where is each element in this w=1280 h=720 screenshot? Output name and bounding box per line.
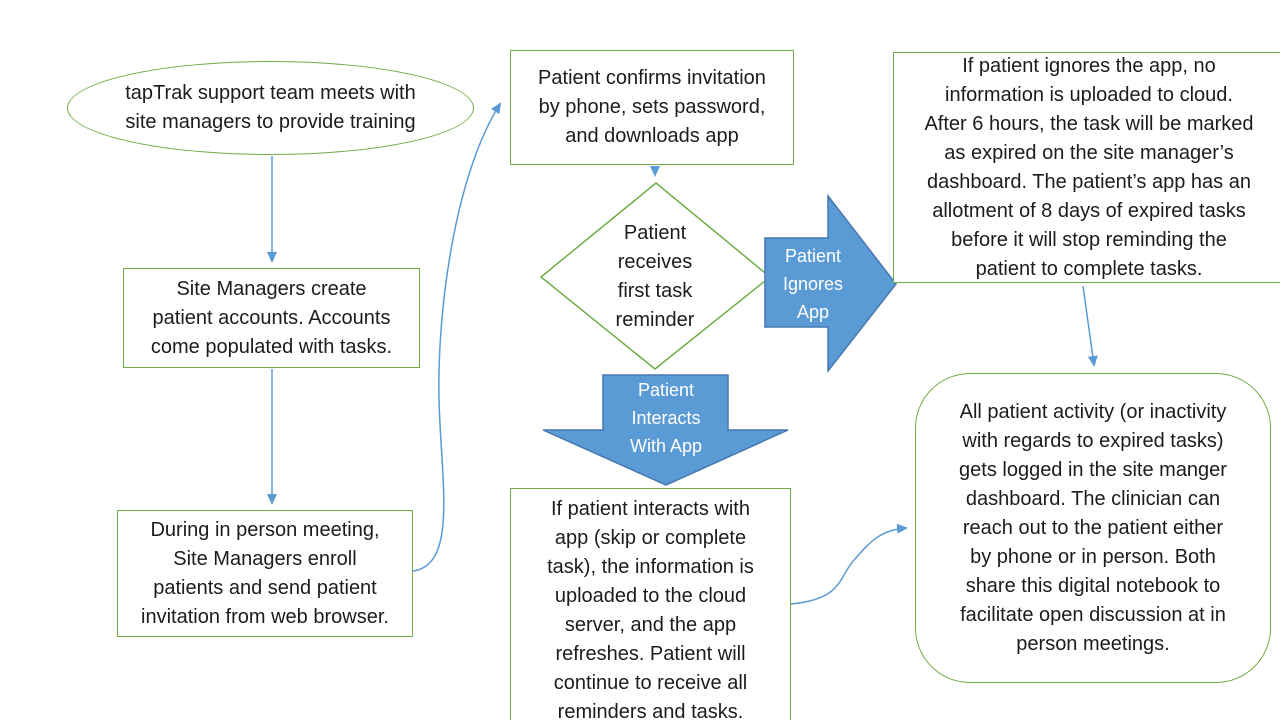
node-interacts-outcome: If patient interacts with app (skip or c… (510, 488, 791, 720)
node-activity-log-label: All patient activity (or inactivity with… (959, 400, 1227, 655)
node-ignores-outcome: If patient ignores the app, no informati… (893, 52, 1280, 283)
node-confirm-invitation-label: Patient confirms invitation by phone, se… (538, 67, 766, 147)
block-arrow-interacts-label: Patient Interacts With App (629, 380, 703, 456)
decision-first-reminder-label: Patient receives first task reminder (615, 222, 695, 331)
node-enroll-label: During in person meeting, Site Managers … (141, 518, 389, 628)
connector-ignores-outcome-to-activity-log (1082, 285, 1098, 367)
block-arrow-patient-interacts-with-app (542, 374, 789, 486)
connector-enroll-to-confirm (412, 102, 502, 572)
node-confirm-invitation: Patient confirms invitation by phone, se… (510, 50, 794, 165)
node-interacts-outcome-label: If patient interacts with app (skip or c… (547, 498, 754, 720)
node-ignores-outcome-label: If patient ignores the app, no informati… (924, 54, 1254, 280)
node-create-accounts: Site Managers create patient accounts. A… (123, 268, 420, 368)
node-enroll: During in person meeting, Site Managers … (117, 510, 413, 637)
node-training-label: tapTrak support team meets with site man… (125, 82, 416, 133)
block-arrow-patient-ignores-app (764, 193, 897, 374)
node-training: tapTrak support team meets with site man… (67, 61, 474, 155)
connector-interacts-outcome-to-activity-log (790, 523, 908, 605)
block-arrow-ignores-label: Patient Ignores App (782, 246, 844, 322)
node-create-accounts-label: Site Managers create patient accounts. A… (150, 277, 393, 358)
decision-first-reminder-shape (539, 182, 772, 370)
node-activity-log: All patient activity (or inactivity with… (915, 373, 1271, 683)
